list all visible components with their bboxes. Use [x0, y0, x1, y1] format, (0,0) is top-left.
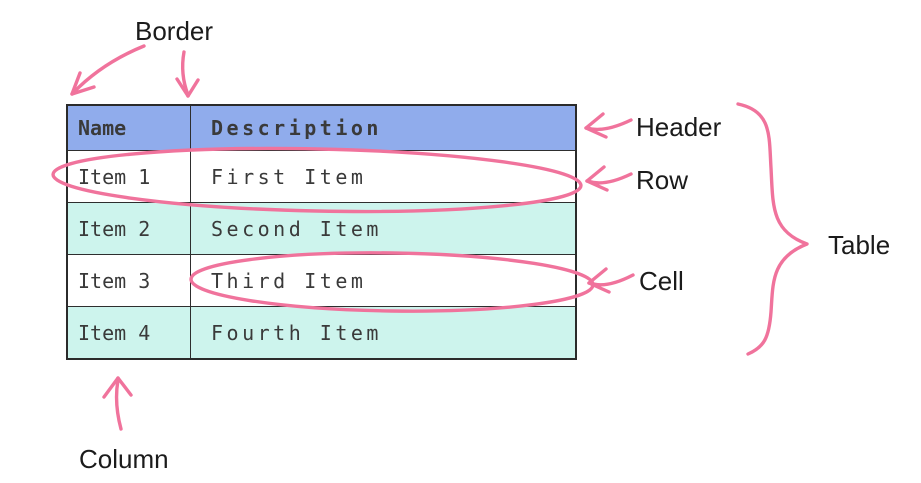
table-brace-icon [736, 102, 809, 356]
table-row: Item 4 Fourth Item [66, 306, 577, 360]
table-body: Item 1 First Item Item 2 Second Item Ite… [66, 150, 577, 360]
cell-label: Cell [639, 266, 684, 296]
column-arrow-icon [102, 376, 133, 431]
row-arrow-icon [585, 165, 633, 192]
header-arrow-icon [584, 112, 633, 139]
cell-arrow-icon [587, 267, 635, 294]
cell-name: Item 1 [66, 150, 191, 203]
cell-description: Second Item [190, 202, 577, 255]
cell-description: Third Item [190, 254, 577, 307]
column-header-name: Name [66, 104, 191, 151]
header-label: Header [636, 112, 722, 142]
table-header: Name Description [66, 104, 577, 151]
border-label: Border [135, 16, 214, 46]
border-arrow-inner-icon [175, 50, 200, 98]
cell-name: Item 4 [66, 306, 191, 360]
cell-description: First Item [190, 150, 577, 203]
table-label: Table [828, 230, 891, 260]
row-label: Row [636, 165, 689, 195]
table-row: Item 3 Third Item [66, 254, 577, 307]
cell-name: Item 2 [66, 202, 191, 255]
cell-name: Item 3 [66, 254, 191, 307]
cell-description: Fourth Item [190, 306, 577, 360]
header-row: Name Description [66, 104, 577, 151]
demo-table: Name Description Item 1 First Item Item … [66, 104, 577, 360]
column-label: Column [79, 444, 169, 474]
border-arrow-outer-icon [70, 44, 146, 96]
table-row: Item 2 Second Item [66, 202, 577, 255]
table-row: Item 1 First Item [66, 150, 577, 203]
column-header-description: Description [190, 104, 577, 151]
